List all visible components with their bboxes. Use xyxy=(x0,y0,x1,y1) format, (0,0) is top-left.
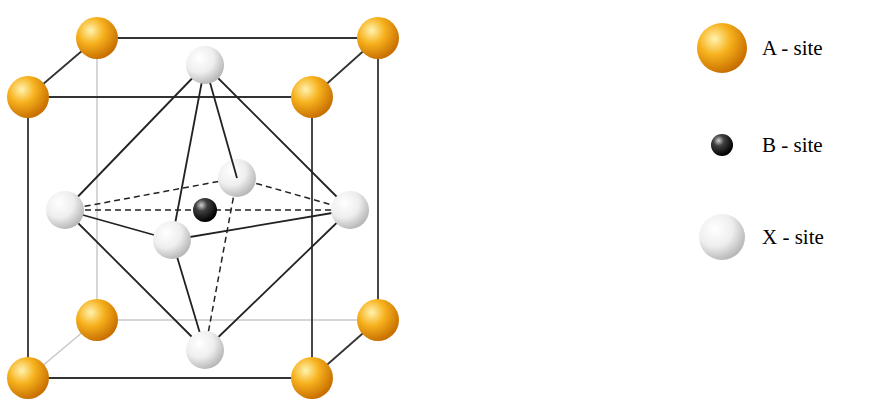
hidden-edges xyxy=(28,38,378,378)
octahedron-hidden-edges xyxy=(65,178,350,350)
legend-label: A - site xyxy=(762,38,823,59)
legend-label: X - site xyxy=(762,227,824,248)
octahedron-edges xyxy=(65,65,350,350)
legend-samples xyxy=(697,23,747,260)
legend-label: B - site xyxy=(762,135,823,156)
a-ions xyxy=(7,17,399,399)
cube-edges xyxy=(28,38,378,378)
x-ions xyxy=(46,46,369,369)
b-ion xyxy=(193,198,217,222)
